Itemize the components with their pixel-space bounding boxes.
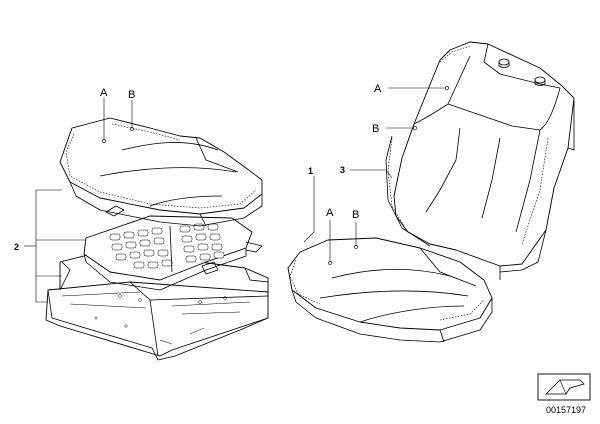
seat-reference-icon (537, 373, 591, 401)
callout-a-backrest: A (374, 83, 382, 95)
diagram-reference-number: 00157197 (546, 405, 586, 415)
heating-mat (83, 205, 263, 291)
seat-cushion-right (287, 237, 493, 343)
callout-b-left: B (128, 89, 135, 101)
backrest (385, 41, 575, 280)
seat-cover-left (59, 117, 263, 227)
callout-b-right-seat: B (352, 209, 359, 221)
callout-b-backrest: B (372, 123, 379, 135)
callout-part-2: 2 (14, 242, 19, 252)
part-2-bracket (24, 189, 86, 303)
right-callout-leaders (303, 86, 449, 265)
callout-a-right-seat: A (326, 207, 334, 219)
callout-part-3: 3 (340, 165, 345, 175)
callout-a-left: A (100, 87, 108, 99)
left-callout-leaders (102, 98, 134, 143)
callout-part-1: 1 (308, 166, 313, 176)
